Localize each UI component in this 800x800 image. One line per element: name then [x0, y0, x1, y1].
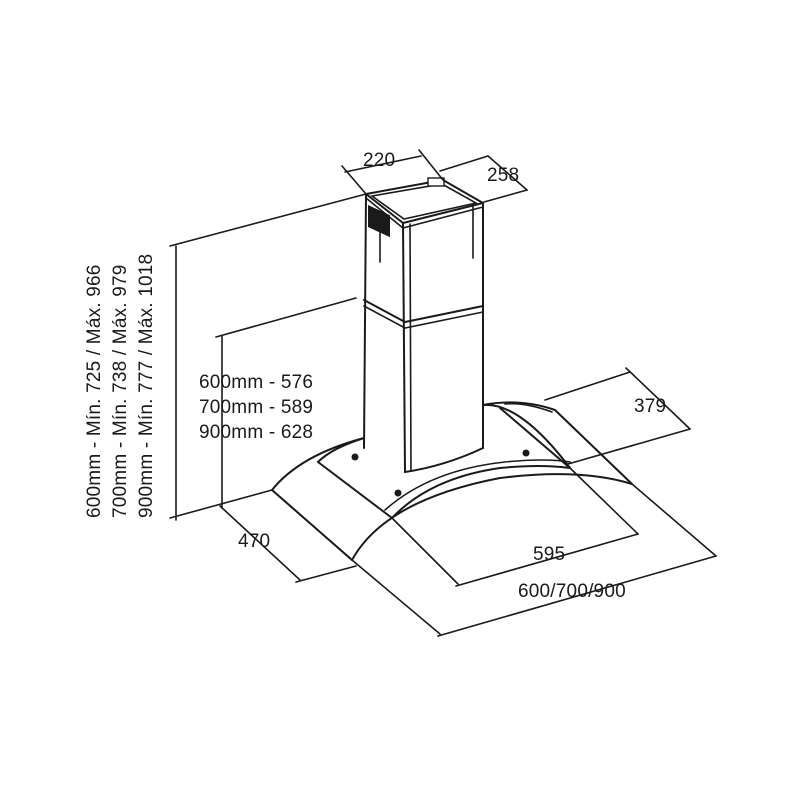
canopy-depth-dimension [544, 367, 691, 465]
label-glass-width: 595 [533, 544, 565, 565]
label-body-height-600: 600mm - 576 [199, 372, 313, 393]
chimney-width-dimension [341, 149, 444, 195]
total-height-dimension [169, 193, 367, 521]
label-chimney-width: 220 [363, 150, 395, 171]
overall-width-dimension [351, 483, 717, 637]
chimney [363, 177, 484, 473]
side-depth-dimension [219, 505, 357, 583]
label-chimney-depth: 258 [487, 165, 519, 186]
canopy [271, 401, 633, 561]
label-overall-width: 600/700/900 [518, 581, 626, 602]
chimney-depth-dimension [439, 155, 528, 203]
label-body-height-700: 700mm - 589 [199, 397, 313, 418]
label-body-height-900: 900mm - 628 [199, 422, 313, 443]
glass-width-dimension [391, 467, 639, 587]
label-side-depth: 470 [238, 531, 270, 552]
label-total-height-900: 900mm - Mín. 777 / Máx. 1018 [136, 254, 157, 518]
body-height-dimension [215, 297, 357, 509]
label-total-height-700: 700mm - Mín. 738 / Máx. 979 [110, 264, 131, 518]
label-total-height-600: 600mm - Mín. 725 / Máx. 966 [84, 264, 105, 518]
label-canopy-depth: 379 [634, 396, 666, 417]
